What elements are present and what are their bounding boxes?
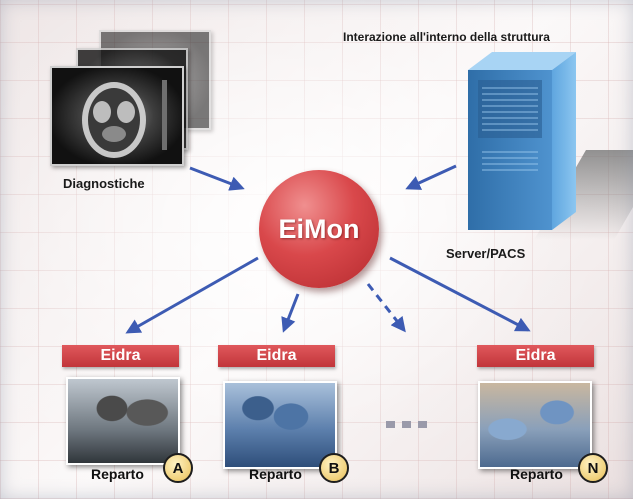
surgical-ward-photo: [478, 381, 592, 469]
reparto-label-n: Reparto: [510, 466, 563, 482]
ellipsis-more-departments: [386, 421, 427, 428]
eidra-tag-b: Eidra: [218, 345, 335, 367]
reparto-letter-badge-n: N: [578, 453, 608, 483]
arrow-eimon-to-ellipsis: [366, 283, 406, 333]
arrow-eimon-to-reparto-b: [281, 293, 300, 333]
ellipsis-dot: [402, 421, 411, 428]
ct-scan-image-front: [50, 66, 184, 166]
server-tower-icon: [468, 52, 576, 230]
eimon-label: EiMon: [278, 213, 360, 244]
reparto-label-b: Reparto: [249, 466, 302, 482]
eidra-tag-n: Eidra: [477, 345, 594, 367]
diagnostics-label: Diagnostiche: [63, 176, 145, 191]
reparto-label-a: Reparto: [91, 466, 144, 482]
server-pacs-label: Server/PACS: [446, 246, 526, 261]
reparto-letter-badge-a: A: [163, 453, 193, 483]
ellipsis-dot: [418, 421, 427, 428]
radiology-reading-room-photo: [66, 377, 180, 465]
arrow-eimon-to-reparto-a: [125, 256, 259, 334]
arrow-eimon-to-reparto-n: [389, 256, 531, 332]
diagram-title: Interazione all'interno della struttura: [343, 30, 550, 44]
eidra-tag-a: Eidra: [62, 345, 179, 367]
reparto-letter-badge-b: B: [319, 453, 349, 483]
ellipsis-dot: [386, 421, 395, 428]
eimon-hub-node: EiMon: [259, 170, 379, 288]
arrow-server-to-eimon: [405, 164, 457, 190]
arrow-diagnostics-to-eimon: [189, 166, 245, 191]
operating-room-photo: [223, 381, 337, 469]
